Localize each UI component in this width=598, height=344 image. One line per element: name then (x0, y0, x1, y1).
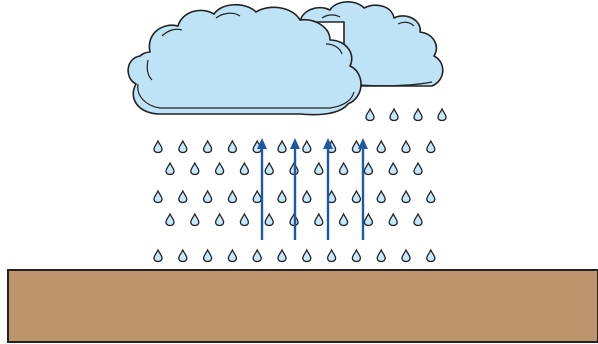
raindrop (364, 214, 372, 226)
raindrop (377, 141, 385, 153)
raindrop (414, 214, 422, 226)
raindrops (154, 109, 446, 262)
raindrop (278, 250, 286, 262)
upward-arrow (257, 138, 267, 240)
raindrop (216, 163, 224, 175)
raindrop (154, 141, 162, 153)
raindrop (402, 250, 410, 262)
raindrop (427, 141, 435, 153)
raindrop (253, 250, 261, 262)
raindrop (389, 214, 397, 226)
raindrop (352, 250, 360, 262)
raindrop (166, 214, 174, 226)
raindrop (265, 163, 273, 175)
raindrop (228, 250, 236, 262)
raindrop (366, 109, 374, 121)
raindrop (154, 250, 162, 262)
raindrop (228, 191, 236, 203)
raindrop (253, 191, 261, 203)
raindrop (340, 163, 348, 175)
raindrop (315, 214, 323, 226)
raindrop (328, 250, 336, 262)
raindrop (303, 191, 311, 203)
raindrop (179, 191, 187, 203)
raindrop (240, 214, 248, 226)
raindrop (427, 250, 435, 262)
upward-arrow (323, 138, 333, 240)
raindrop (377, 250, 385, 262)
raindrop (278, 191, 286, 203)
raindrop (352, 191, 360, 203)
raindrop (228, 141, 236, 153)
raindrop (364, 163, 372, 175)
raindrop (390, 109, 398, 121)
raindrop (204, 191, 212, 203)
upward-arrows (257, 138, 368, 240)
raindrop (414, 109, 422, 121)
raindrop (414, 163, 422, 175)
raindrop (154, 191, 162, 203)
raindrop (402, 191, 410, 203)
raindrop (315, 163, 323, 175)
raindrop (240, 163, 248, 175)
raindrop (303, 141, 311, 153)
raindrop (303, 250, 311, 262)
raindrop (402, 141, 410, 153)
raindrop (265, 214, 273, 226)
raindrop (427, 191, 435, 203)
raindrop (278, 141, 286, 153)
raindrop (377, 191, 385, 203)
raindrop (204, 141, 212, 153)
raindrop (191, 214, 199, 226)
raindrop (438, 109, 446, 121)
raindrop (166, 163, 174, 175)
raindrop (204, 250, 212, 262)
raindrop (389, 163, 397, 175)
raindrop (179, 250, 187, 262)
raindrop (179, 141, 187, 153)
raindrop (216, 214, 224, 226)
raindrop (340, 214, 348, 226)
ground (8, 270, 598, 342)
raindrop (191, 163, 199, 175)
